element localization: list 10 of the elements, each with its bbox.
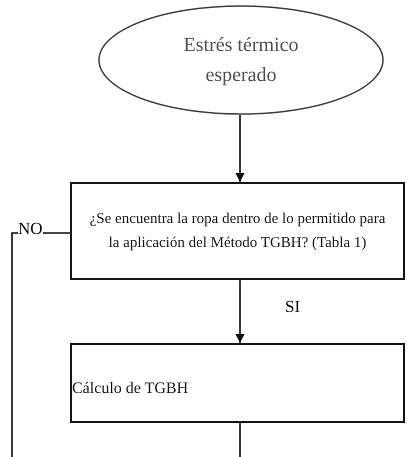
arrow — [236, 115, 244, 182]
arrow — [236, 280, 244, 343]
process-box — [70, 182, 405, 280]
node-text: Cálculo de TGBH — [72, 379, 188, 399]
connector-line — [11, 232, 70, 457]
connector-line — [239, 423, 241, 457]
node-text: ¿Se encuentra la ropa dentro de lo permitido para la aplicación del Método TGBH? (Tabla 1) — [88, 210, 386, 253]
process-box — [70, 343, 405, 423]
start-ellipse — [98, 5, 384, 115]
node-text: Estrés térmico esperado — [182, 33, 300, 88]
